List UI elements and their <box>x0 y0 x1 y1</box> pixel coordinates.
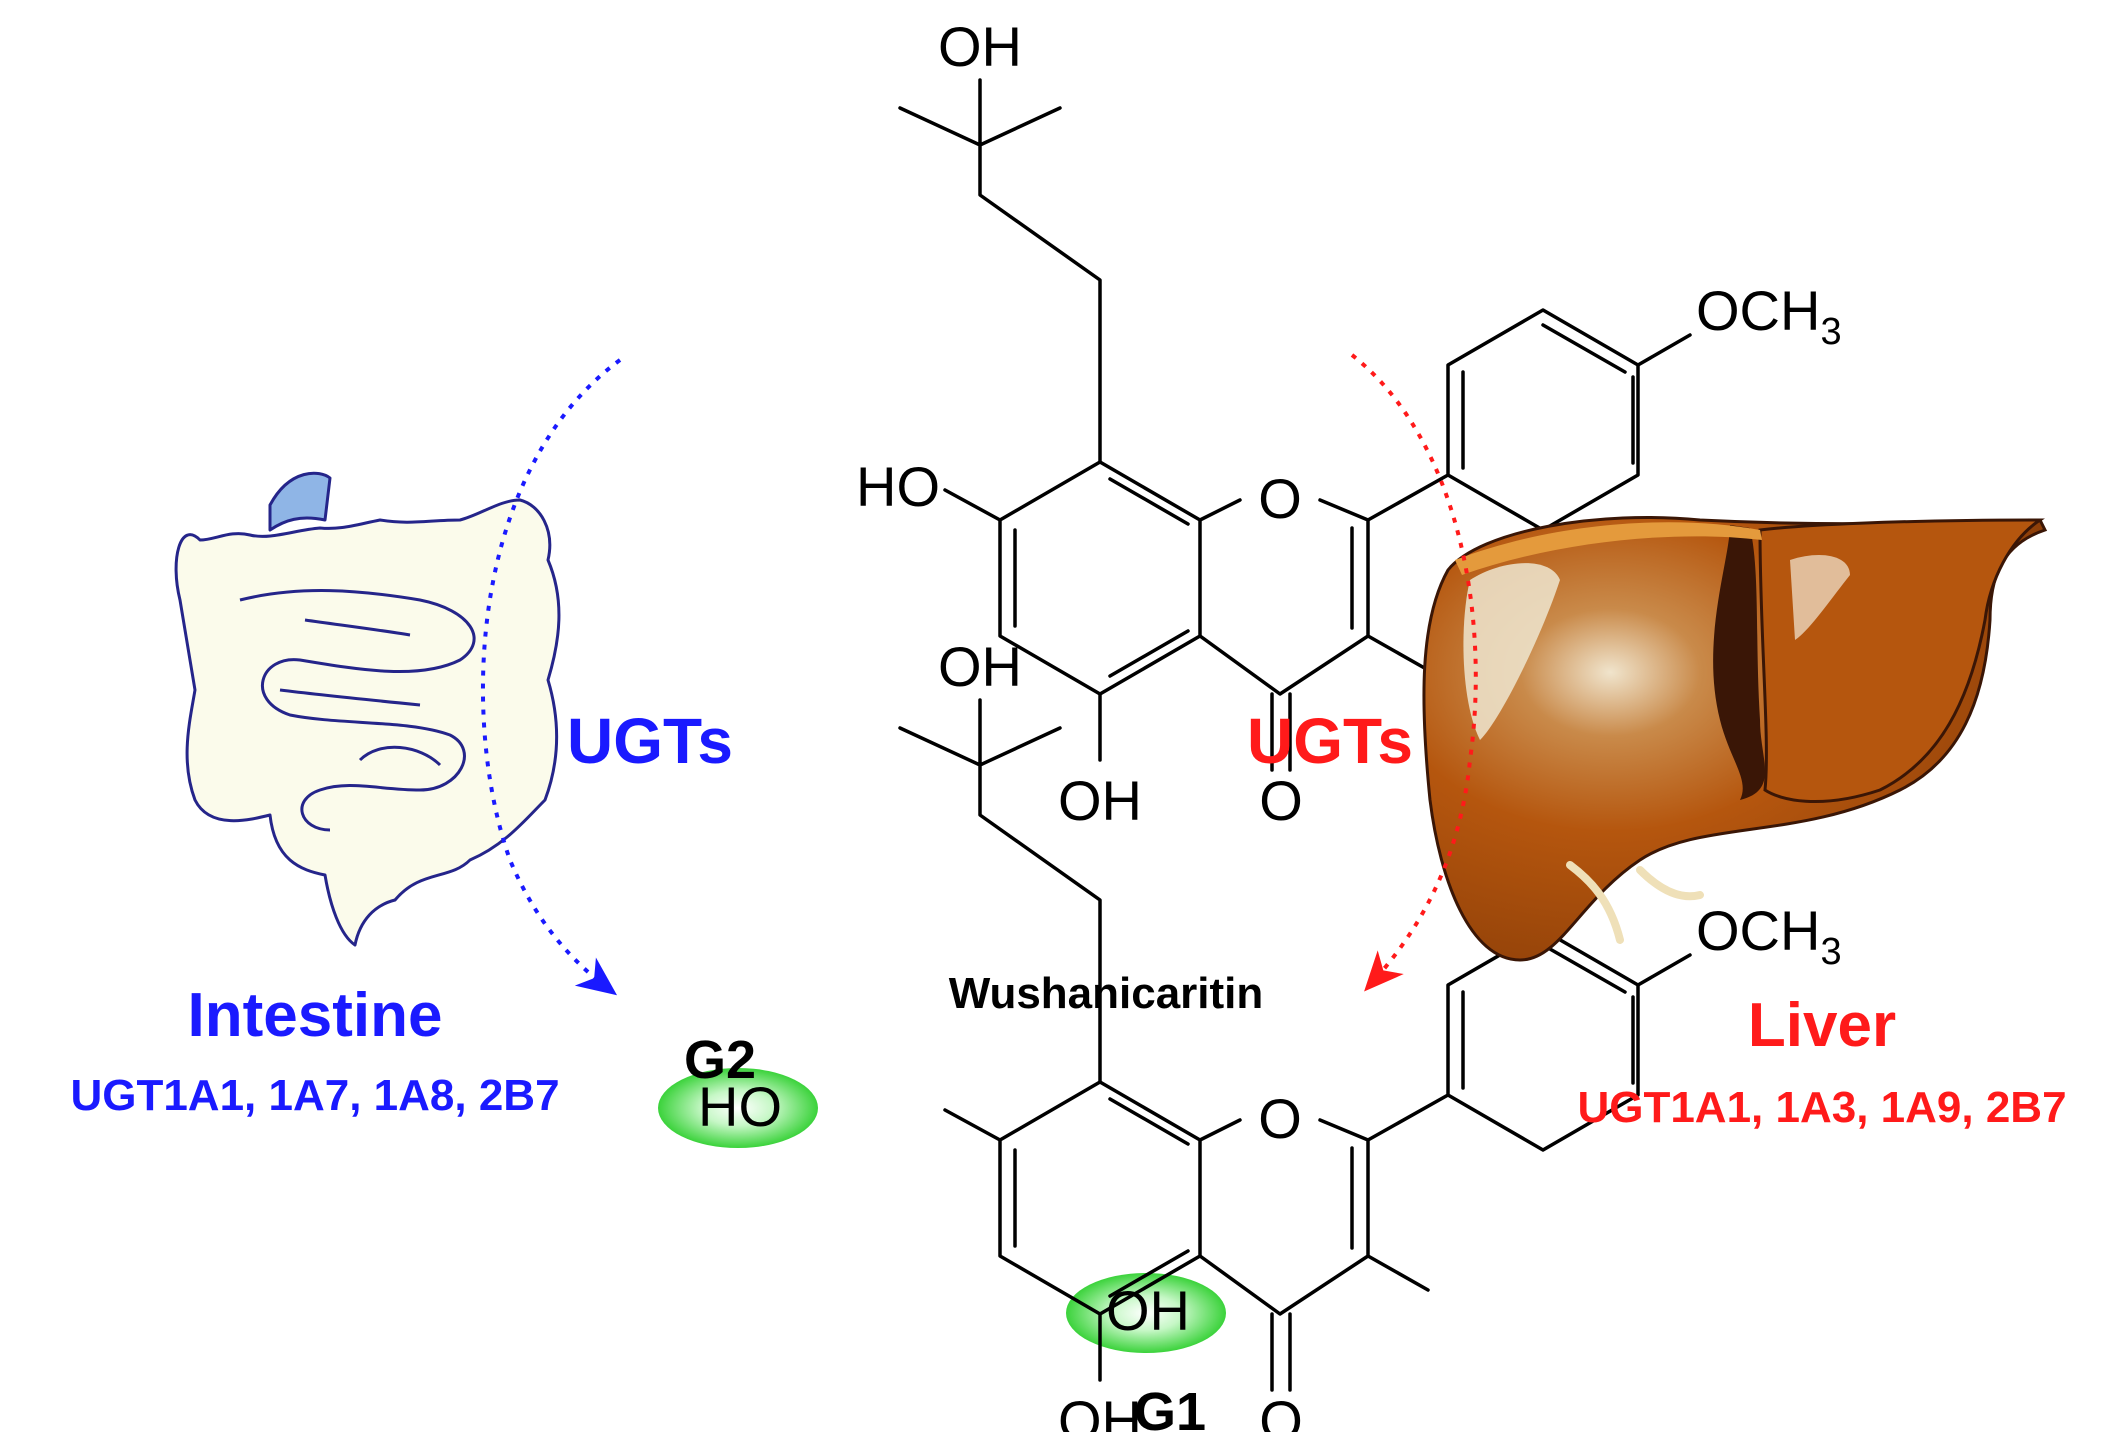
liver-ugts-label: UGTs <box>1247 705 1413 777</box>
oh-label: OH <box>938 635 1022 698</box>
g1-highlight <box>1066 1273 1226 1353</box>
intestine-illustration <box>174 471 561 947</box>
oh-label: OH <box>1058 769 1142 832</box>
liver-label: Liver <box>1748 991 1896 1060</box>
intestine-ugts-label: UGTs <box>567 705 733 777</box>
oh-label: OH <box>1058 1389 1142 1432</box>
liver-enzymes: UGT1A1, 1A3, 1A9, 2B7 <box>1577 1083 2066 1132</box>
carbonyl-oxygen-label: O <box>1259 1389 1303 1432</box>
ho-label: HO <box>856 455 940 518</box>
ring-oxygen-label: O <box>1258 1087 1302 1150</box>
oh-label: OH <box>1106 1279 1190 1342</box>
glucuronide-structure: OH OCH3 HO O OH OH O G2 G1 <box>658 635 1842 1432</box>
och3-label: OCH3 <box>1696 899 1842 973</box>
carbonyl-oxygen-label: O <box>1259 769 1303 832</box>
intestine-arrow <box>481 358 622 996</box>
site-g1-label: G1 <box>1134 1382 1206 1432</box>
ho-label: HO <box>698 1075 782 1138</box>
g2-highlight <box>658 1068 818 1148</box>
ring-oxygen-label: O <box>1258 467 1302 530</box>
och3-label: OCH3 <box>1696 279 1842 353</box>
intestine-label: Intestine <box>188 981 443 1050</box>
oh-label: OH <box>938 15 1022 78</box>
compound-name: Wushanicaritin <box>949 969 1264 1018</box>
site-g2-label: G2 <box>684 1030 756 1090</box>
intestine-enzymes: UGT1A1, 1A7, 1A8, 2B7 <box>70 1071 559 1120</box>
liver-illustration <box>1422 515 2048 962</box>
wushanicaritin-structure: OH OCH3 HO O OH OH O Wushanicaritin <box>856 15 1842 1018</box>
